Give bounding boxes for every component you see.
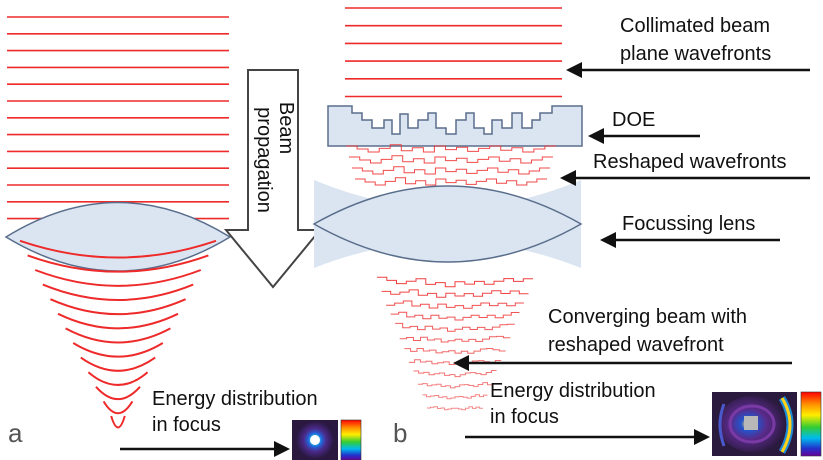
panel-a-focus-spot-image [292, 420, 338, 460]
reshaped-label: Reshaped wavefronts [593, 151, 786, 173]
panel-a-rainbow-colorbar-icon [340, 419, 362, 460]
converging-wavefront-arc [34, 269, 202, 287]
panel-b-letter: b [393, 418, 407, 448]
panel-b-rainbow-colorbar-icon [800, 391, 822, 457]
converging-wavefront-arc [110, 415, 126, 429]
doe-label: DOE [612, 109, 655, 131]
converging-reshaped-wavefront-line [390, 311, 520, 321]
panel-b-focusing-lens [312, 185, 583, 263]
panel-a-plane-wavefronts [7, 16, 229, 220]
lens-label: Focussing lens [622, 213, 755, 235]
beam-propagation-arrow-icon [223, 69, 323, 289]
converging-pointer-icon [453, 355, 792, 371]
converging-wavefront-arc [95, 386, 141, 401]
reshaped-wavefront-line [355, 177, 547, 186]
panel-b-reshaped-wavefronts [346, 144, 556, 186]
converging-wavefront-arc [27, 254, 209, 273]
collimated-label-line1: Collimated beam [620, 15, 770, 37]
panel-b-focus-spot-image [712, 392, 797, 456]
panel-b-focus-pointer-icon [465, 429, 710, 445]
reshaped-wavefront-line [346, 144, 556, 153]
reshaped-wavefront-line [352, 166, 550, 175]
panel-b-converging-reshaped-wavefronts [377, 276, 533, 411]
converging-wavefront-arc [49, 298, 187, 316]
converging-reshaped-wavefront-line [377, 276, 533, 288]
panel-a-lens [4, 201, 232, 272]
reshaped-wavefront-line [349, 155, 553, 164]
panel-a-energy-label-line2: in focus [152, 414, 221, 436]
converging-wavefront-arc [65, 327, 171, 344]
doe-element [327, 105, 583, 147]
arrow-label-line1: Beam [275, 102, 297, 154]
converging-reshaped-wavefront-line [422, 394, 488, 400]
panel-a-energy-label-line1: Energy distribution [152, 388, 318, 410]
converging-reshaped-wavefront-line [386, 300, 524, 309]
collimated-label-line2: plane wavefronts [620, 43, 771, 65]
reshaped-pointer-icon [560, 170, 810, 186]
converging-wavefront-arc [72, 342, 164, 358]
converging-wavefront-arc [80, 356, 156, 372]
converging-reshaped-wavefront-line [381, 289, 529, 298]
converging-reshaped-wavefront-line [395, 322, 515, 332]
converging-label-line1: Converging beam with [548, 306, 747, 328]
converging-reshaped-wavefront-line [427, 406, 483, 411]
converging-wavefront-arc [87, 371, 149, 386]
panel-b-energy-label-line2: in focus [490, 406, 559, 428]
converging-wavefront-arc [102, 400, 134, 415]
converging-label-line2: reshaped wavefront [548, 334, 724, 356]
panel-a-letter: a [8, 418, 23, 448]
lens-pointer-icon [600, 232, 780, 248]
collimated-pointer-icon [566, 62, 810, 78]
arrow-label-line2: propagation [253, 107, 275, 213]
panel-a-converging-wavefronts [19, 239, 217, 429]
converging-reshaped-wavefront-line [399, 335, 511, 343]
converging-reshaped-wavefront-line [417, 382, 493, 389]
converging-wavefront-arc [42, 283, 194, 301]
converging-wavefront-arc [19, 239, 217, 259]
panel-a-focus-pointer-icon [120, 441, 290, 457]
panel-b-energy-label-line1: Energy distribution [490, 380, 656, 402]
panel-b-plane-wavefronts [345, 7, 562, 98]
converging-reshaped-wavefront-line [413, 370, 497, 378]
doe-pointer-icon [588, 128, 700, 144]
converging-wavefront-arc [57, 312, 179, 330]
converging-reshaped-wavefront-line [404, 348, 506, 354]
